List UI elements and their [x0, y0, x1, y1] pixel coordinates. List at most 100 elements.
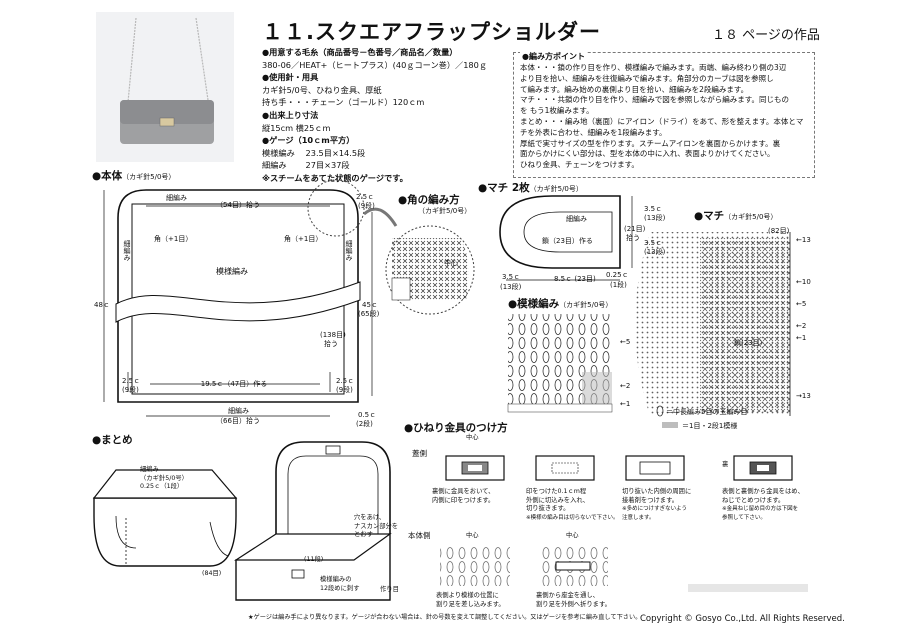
body-label: 角（+1目）	[154, 235, 193, 243]
gusset-label: ←13	[796, 236, 811, 244]
size-detail: 縦15cm 横25ｃm	[262, 122, 331, 133]
clasp-step-2: 印をつけた0.1ｃm程 外側に切込みを入れ、 切り抜きます。 ※模様の編み目は切…	[526, 488, 618, 522]
pattern-label: ←5	[620, 338, 631, 346]
body-label: （54目）拾う	[216, 201, 260, 209]
tips-line: チを外表に合わせ、細編みを1段編みます。	[520, 127, 667, 137]
finish-hole2: ナスカン部分を	[354, 522, 399, 530]
body-label: 細編み	[166, 194, 187, 202]
body-label: 2.5ｃ	[122, 377, 141, 385]
finish-sc: 細編み	[140, 466, 159, 473]
finish-sew: 模様編みの	[320, 576, 352, 583]
gusset2-label: 拾う	[626, 234, 640, 242]
size-heading: ●出来上り寸法	[262, 109, 319, 120]
tips-line: 厚紙で実寸サイズの型を作ります。スチームアイロンを裏面からかけます。裏	[520, 138, 781, 148]
clasp-label: 中心	[466, 532, 479, 539]
body-label: 0.5ｃ	[358, 411, 377, 419]
page-title: １１.スクエアフラップショルダー	[262, 20, 601, 44]
body-diagram	[103, 179, 398, 417]
finish-diagram	[92, 441, 392, 601]
section-corner: ●角の編み方	[398, 194, 460, 206]
body-label: 細編み	[228, 407, 249, 415]
gusset-chart	[635, 232, 791, 416]
clasp-label: 中心	[566, 532, 579, 539]
finish-label: (84目)	[202, 570, 222, 577]
pattern-legend-2: ＝1目・2段1模様	[682, 422, 738, 430]
tips-line: 面からかけにくい部分は、型を本体の中に入れ、表面よりかけてください。	[520, 149, 775, 159]
pattern-label: ←1	[620, 400, 631, 408]
gusset-label: ←2	[796, 322, 807, 330]
yarn-heading: ●用意する毛糸（商品番号－色番号／商品名／数量）	[262, 47, 458, 57]
gusset2-label: 0.25ｃ	[606, 271, 629, 279]
gauge-heading: ●ゲージ（10ｃm平方）	[262, 135, 355, 146]
body-label: (138目)	[320, 331, 346, 339]
tips-body: 本体・・・鎖の作り目を作り、模様編みで編みます。両端、編み終わり側の3辺 より目…	[520, 63, 810, 171]
pattern-legend-1: ＝中長編み5目の玉編み目	[666, 408, 748, 416]
clasp-label: 中心	[466, 434, 479, 441]
knitting-tips-box: ●編み方ポイント 本体・・・鎖の作り目を作り、模様編みで編みます。両端、編み終わ…	[513, 51, 815, 178]
body-label: 2.5ｃ	[356, 193, 375, 201]
finish-label: 穴をあけ、 ナスカン部分を とおす	[354, 514, 398, 540]
materials-block: ●用意する毛糸（商品番号－色番号／商品名／数量） 380-06／HEAT+（ヒー…	[262, 46, 487, 185]
tips-line: を もう1枚編みます。	[520, 106, 594, 116]
clasp-cap3: 切り抜いた内側の周囲に	[622, 488, 692, 495]
section-gusset: ●マチ（カギ針5/0号）	[694, 210, 778, 222]
gusset-label: ←1	[796, 334, 807, 342]
gusset2-label: 鎖（23目）作る	[542, 237, 593, 245]
clasp-label: 蓋側	[412, 449, 427, 458]
clasp-cap1: 裏側に金具をおいて、	[432, 488, 495, 495]
clasp-step-5: 表側より模様の位置に 割り足を差し込みます。	[436, 592, 505, 609]
body-label: （66目）拾う	[216, 417, 260, 425]
tips-line: ひねり金具、チェーンをつけます。	[520, 160, 639, 170]
finish-rows: 0.25ｃ（1段）	[140, 483, 184, 490]
yarn-detail: 380-06／HEAT+（ヒートプラス）(40ｇコーン巻）／180ｇ	[262, 59, 488, 70]
gusset-label: (82目)	[768, 227, 790, 235]
finish-label: (11段)	[304, 556, 324, 563]
section-clasp: ●ひねり金具のつけ方	[404, 422, 508, 434]
tips-line: より目を拾い、細編みを往復編みで編みます。角部分のカーブは図を参照し	[520, 73, 774, 83]
clasp-step-1: 裏側に金具をおいて、 内側に印をつけます。	[432, 488, 494, 505]
gusset2-label: (21目)	[624, 225, 646, 233]
gusset-label: ←10	[796, 278, 811, 286]
clasp-cap6: 裏側から座金を通し、	[536, 592, 599, 599]
clasp-step-4: 表側と裏側から金具をはめ、 ねじでとめつけます。 ※金具ねじ留め目の方は下図を …	[722, 488, 804, 522]
gusset2-label: (13段)	[500, 283, 522, 291]
tips-line: て編みます。編み始めの裏側より目を拾い、細編みを2段編みます。	[520, 84, 749, 94]
pattern-hook: （カギ針5/0号）	[559, 301, 613, 309]
body-label: (9段)	[122, 386, 139, 394]
clasp-cap2d: ※模様の編み目は切らないで下さい。	[526, 514, 619, 521]
gusset-label: →13	[796, 392, 811, 400]
tips-line: 本体・・・鎖の作り目を作り、模様編みで編みます。両端、編み終わり側の3辺	[520, 63, 787, 72]
clasp-diagrams	[440, 455, 793, 586]
gusset2-label: 3.5ｃ	[644, 205, 663, 213]
watermark	[688, 584, 808, 592]
body-label: 模様編み	[216, 267, 248, 276]
clasp-cap4d: 参照して下さい。	[722, 514, 766, 521]
gusset2-label: (13段)	[644, 248, 666, 256]
finish-hole: 穴をあけ、	[354, 514, 386, 521]
body-label: (65段)	[358, 310, 380, 318]
tips-heading: ●編み方ポイント	[520, 51, 587, 62]
tools-heading: ●使用針・用具	[262, 72, 319, 83]
clasp-cap4c: ※金具ねじ留め目の方は下図を	[722, 506, 799, 512]
body-label: 細編み	[123, 240, 131, 261]
gusset2-label: 3.5ｃ	[644, 239, 663, 247]
corner-diagram	[385, 225, 475, 315]
pattern-chart	[507, 314, 613, 413]
gusset-hook: （カギ針5/0号）	[724, 213, 778, 221]
page-reference: １８ ページの作品	[712, 28, 820, 43]
body-label: (2段)	[356, 420, 373, 428]
clasp-cap1b: 内側に印をつけます。	[432, 496, 495, 504]
bag-photo-illustration	[96, 12, 234, 162]
clasp-label: 裏	[722, 461, 729, 468]
gusset-label: 鎖(23目)	[734, 339, 763, 347]
clasp-cap4b: ねじでとめつけます。	[722, 496, 785, 504]
clasp-cap5b: 割り足を差し込みます。	[436, 600, 505, 608]
gauge-note: ※スチームをあてた状態のゲージです。	[262, 172, 408, 183]
finish-hole3: とおす	[354, 531, 373, 538]
finish-sew2: 12段めに刺す	[320, 584, 360, 592]
body-label: (9段)	[358, 202, 375, 210]
body-hook: （カギ針5/0号）	[122, 173, 176, 181]
section-finish: ●まとめ	[92, 434, 133, 446]
finish-label: 作り目	[380, 586, 399, 593]
